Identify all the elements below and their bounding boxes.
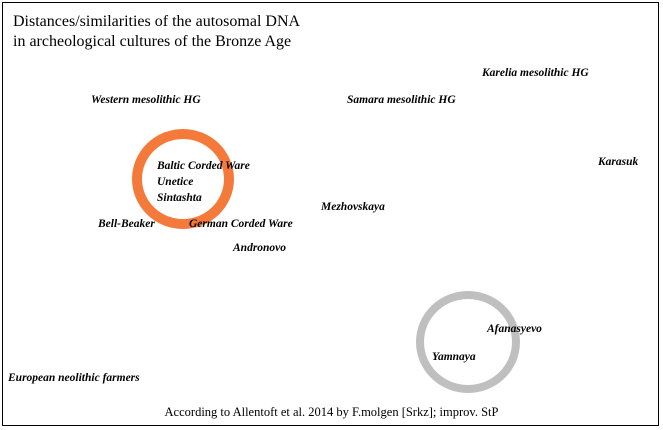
label-afanasyevo: Afanasyevo (487, 323, 542, 335)
label-bell-beaker: Bell-Beaker (98, 218, 155, 230)
diagram-frame: Distances/similarities of the autosomal … (2, 2, 659, 426)
label-karasuk: Karasuk (598, 156, 639, 168)
label-sintashta: Sintashta (157, 192, 202, 204)
orange-highlight-circle (132, 129, 234, 229)
title-line-1: Distances/similarities of the autosomal … (13, 13, 301, 30)
label-samara-mesolithic-hg: Samara mesolithic HG (347, 94, 456, 106)
label-german-corded-ware: German Corded Ware (189, 218, 293, 230)
label-unetice: Unetice (157, 176, 194, 188)
label-european-neolithic-farmers: European neolithic farmers (8, 372, 140, 384)
label-mezhovskaya: Mezhovskaya (321, 201, 385, 213)
source-credit: According to Allentoft et al. 2014 by F.… (164, 405, 499, 419)
label-western-mesolithic-hg: Western mesolithic HG (91, 94, 201, 106)
label-andronovo: Andronovo (233, 242, 287, 254)
label-baltic-corded-ware: Baltic Corded Ware (157, 160, 250, 172)
label-yamnaya: Yamnaya (432, 351, 476, 363)
gray-highlight-circle (416, 291, 520, 393)
diagram-title: Distances/similarities of the autosomal … (13, 12, 300, 52)
label-karelia-mesolithic-hg: Karelia mesolithic HG (482, 67, 589, 79)
title-line-2: in archeological cultures of the Bronze … (13, 33, 292, 50)
